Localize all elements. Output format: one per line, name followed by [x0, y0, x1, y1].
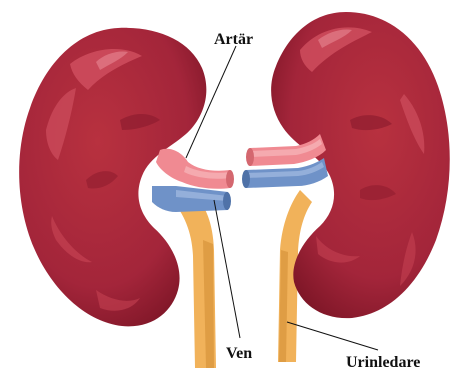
vein-leader-line: [214, 200, 240, 338]
ureter-label: Urinledare: [346, 354, 420, 371]
ureter-leader-line: [287, 322, 378, 350]
vein-label: Ven: [226, 345, 252, 362]
left-artery: [156, 149, 230, 189]
right-kidney-body: [271, 12, 450, 318]
artery-label: Artär: [214, 31, 253, 48]
right-kidney: [242, 12, 450, 362]
left-kidney: [19, 28, 234, 368]
